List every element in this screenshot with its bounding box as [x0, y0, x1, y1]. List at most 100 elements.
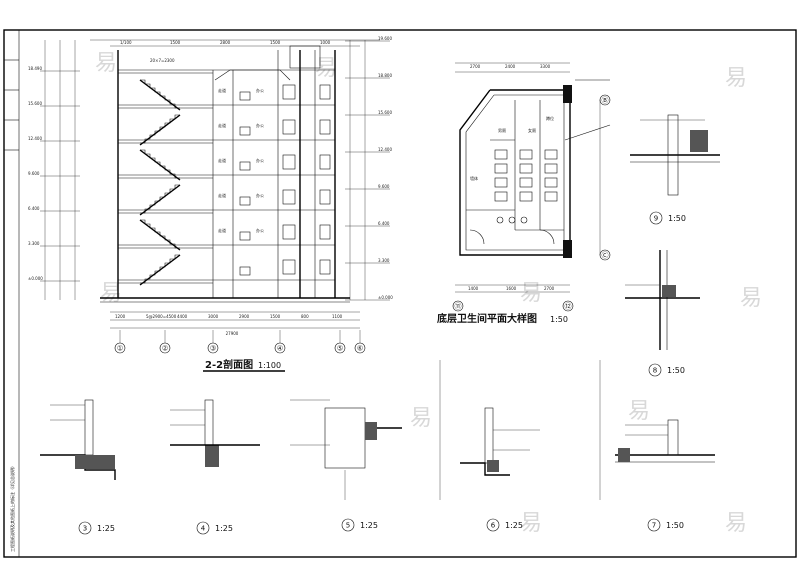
watermark-glyph: 易: [95, 51, 117, 76]
stall: [544, 191, 558, 202]
detail-callout-9-circle: [649, 211, 663, 225]
window: [282, 224, 296, 240]
section-level-left: 6.400: [28, 206, 40, 211]
section-stairs-label: 20×7=2300: [150, 58, 175, 63]
toilet-plan-title: 底层卫生间平面大样图: [437, 312, 537, 325]
stall: [544, 163, 558, 174]
door: [239, 231, 251, 241]
section-top-dim: 2800: [220, 40, 231, 45]
stall: [519, 163, 533, 174]
section-top-dim: 1500: [170, 40, 181, 45]
section-title: 2-2剖面图: [205, 358, 253, 371]
toilet-axis-label-circle: [452, 300, 464, 312]
watermark-glyph: 易: [725, 511, 747, 536]
watermark-glyph: 易: [725, 66, 747, 91]
section-level-right: 18.800: [378, 73, 392, 78]
detail-7-drawing: [615, 419, 715, 463]
stair-stringer: [139, 219, 181, 251]
sink: [496, 216, 504, 224]
detail-8-drawing: [625, 250, 700, 350]
toilet-label: 女厕: [528, 127, 536, 133]
section-axis-label: ②: [162, 344, 168, 352]
footing: [75, 455, 115, 469]
section-level-left: ±0.000: [28, 276, 43, 281]
section-bottom-dim: 1200: [115, 314, 126, 319]
toilet-axis-label-circle: [562, 300, 574, 312]
stair-stringer: [139, 184, 181, 216]
section-room-label: 走道: [218, 122, 226, 128]
section-top-dim: 1/100: [120, 40, 132, 45]
detail-6-drawing: [460, 407, 540, 476]
section-room-label: 走道: [218, 192, 226, 198]
section-axis-label-circle: [334, 342, 346, 354]
watermark-glyph: 易: [520, 281, 542, 306]
section-room-label: 走道: [218, 87, 226, 93]
window: [282, 154, 296, 170]
section-room-label: 办公: [256, 87, 264, 93]
section-bottom-dim: 3000: [208, 314, 219, 319]
section-axis-label: ①: [117, 344, 123, 352]
window: [319, 154, 331, 170]
watermark-glyph: 易: [520, 511, 542, 536]
toilet-axis-label: Ⓑ: [602, 96, 609, 104]
door-swing: [469, 229, 485, 245]
section-top-dim: 1500: [270, 40, 281, 45]
toilet-bottom-dim: 1400: [468, 286, 479, 291]
wall: [84, 399, 94, 456]
section-room-label: 办公: [256, 157, 264, 163]
window: [282, 259, 296, 275]
watermark-glyph: 易: [628, 399, 650, 424]
window: [319, 119, 331, 135]
toilet-top-dim: 3300: [540, 64, 551, 69]
detail-scale-4: 1:25: [215, 524, 233, 533]
section-room-label: 办公: [256, 192, 264, 198]
beam: [690, 130, 708, 152]
sheet-border: [3, 29, 797, 558]
detail-callout-5: 5: [346, 522, 350, 530]
section-level-right: 19.600: [378, 36, 392, 41]
detail-scale-8: 1:50: [667, 366, 685, 375]
section-level-right: ±0.000: [378, 295, 393, 300]
beam: [662, 285, 676, 297]
section-bottom-dim: 1500: [270, 314, 281, 319]
detail-scale-3: 1:25: [97, 524, 115, 533]
detail-callout-8: 8: [653, 367, 657, 375]
section-room-label: 办公: [256, 227, 264, 233]
section-scale: 1:100: [258, 361, 281, 370]
toilet-top-dim: 2400: [505, 64, 516, 69]
section-axis-label-circle: [114, 342, 126, 354]
section-axis-label: ⑥: [357, 344, 363, 352]
detail-scale-6: 1:25: [505, 521, 523, 530]
section-total-width: 27900: [226, 331, 239, 336]
section-level-right: 15.600: [378, 110, 392, 115]
detail-callout-3-circle: [78, 521, 92, 535]
left-strip-text: 工程图纸说明及其他图纸上的标注（详见总说明）: [9, 464, 15, 552]
stall: [519, 177, 533, 188]
detail-5-drawing: [290, 399, 402, 500]
section-level-left: 15.600: [28, 101, 42, 106]
watermark-glyph: 易: [740, 286, 762, 311]
section-level-left: 3.300: [28, 241, 40, 246]
wall: [667, 114, 679, 196]
sink: [508, 216, 516, 224]
section-bottom-dim: 2900: [239, 314, 250, 319]
toilet-axis-label-circle: [599, 249, 611, 261]
watermark-layer: 易易易易易易易易易易: [95, 51, 762, 536]
detail-scale-9: 1:50: [668, 214, 686, 223]
door: [239, 126, 251, 136]
stall: [494, 149, 508, 160]
section-level-left: 12.400: [28, 136, 42, 141]
door: [239, 196, 251, 206]
wall: [667, 419, 679, 456]
section-room-label: 办公: [256, 122, 264, 128]
stall: [494, 191, 508, 202]
beam: [365, 422, 377, 440]
detail-callout-7: 7: [652, 522, 656, 530]
sink: [520, 216, 528, 224]
watermark-glyph: 易: [100, 281, 122, 306]
detail-callout-7-circle: [647, 518, 661, 532]
door: [239, 161, 251, 171]
